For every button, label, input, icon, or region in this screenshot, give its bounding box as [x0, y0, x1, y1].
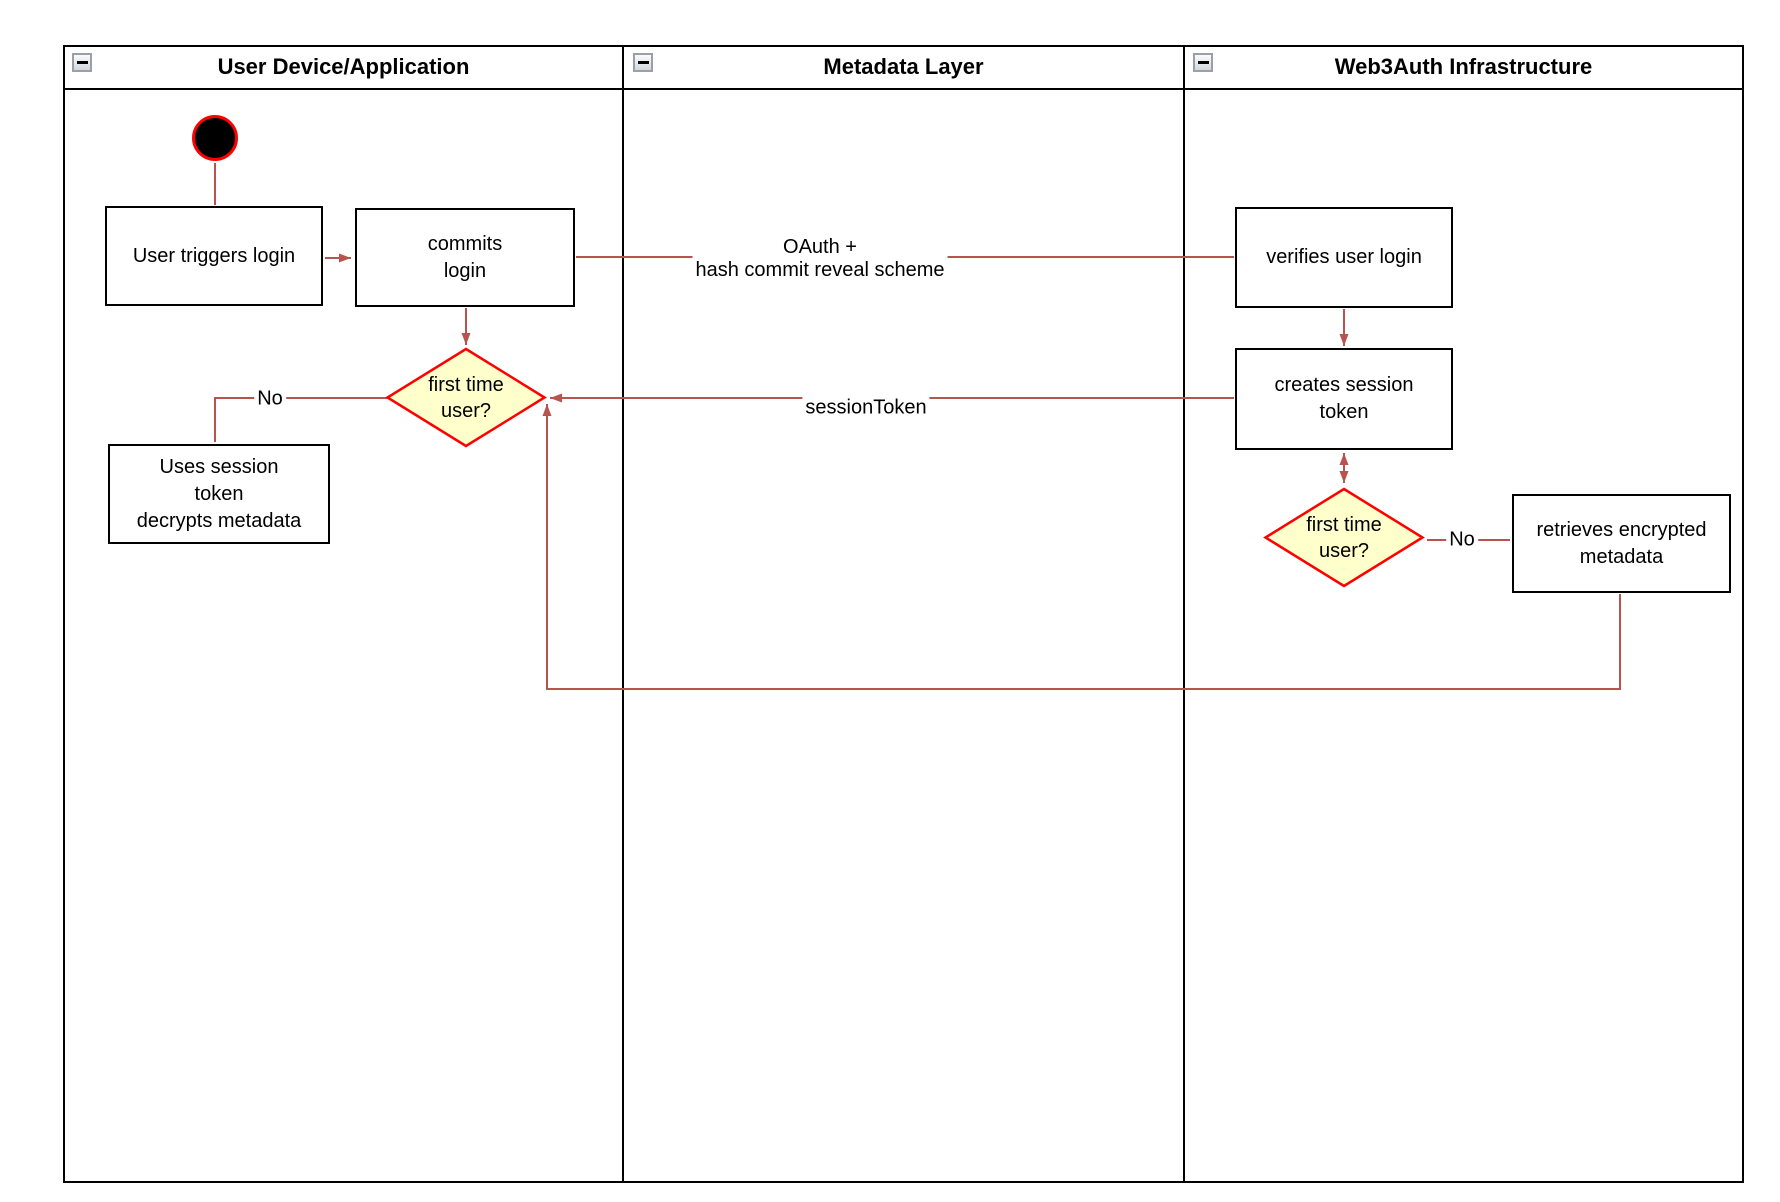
lane-title: User Device/Application	[217, 54, 470, 79]
action-commits-login[interactable]: commits login	[355, 208, 575, 307]
edge-label-oauth-hash-commit: OAuth + hash commit reveal scheme	[692, 236, 948, 282]
diamond-shape	[385, 347, 547, 448]
decision-first-time-user-device[interactable]: first time user?	[385, 347, 547, 448]
swimlane-header-web3auth[interactable]: Web3Auth Infrastructure	[1185, 45, 1742, 89]
collapse-lane-icon[interactable]	[1193, 53, 1213, 72]
lane-header-separator	[63, 88, 1744, 90]
minus-icon	[1197, 61, 1209, 64]
node-label: verifies user login	[1266, 246, 1422, 268]
action-creates-session-token[interactable]: creates session token	[1235, 348, 1453, 450]
swimlane-header-user-device[interactable]: User Device/Application	[65, 45, 622, 89]
minus-icon	[76, 61, 88, 64]
node-label: retrieves encrypted metadata	[1536, 518, 1707, 568]
node-label: Uses session token decrypts metadata	[136, 455, 302, 532]
action-verifies-user-login[interactable]: verifies user login	[1235, 207, 1453, 308]
action-user-triggers-login[interactable]: User triggers login	[105, 206, 323, 306]
collapse-lane-icon[interactable]	[633, 53, 653, 72]
minus-icon	[637, 61, 649, 64]
swimlane-header-metadata-layer[interactable]: Metadata Layer	[624, 45, 1183, 89]
start-node[interactable]	[192, 115, 238, 161]
action-retrieves-encrypted-metadata[interactable]: retrieves encrypted metadata	[1512, 494, 1731, 593]
node-label: User triggers login	[132, 244, 296, 267]
lane-title: Metadata Layer	[823, 54, 984, 79]
edge-label-no-infra: No	[1446, 528, 1478, 552]
edge-label-no-device: No	[254, 387, 286, 411]
collapse-lane-icon[interactable]	[72, 53, 92, 72]
lane-divider-1	[622, 45, 624, 1183]
node-label: first time user?	[1306, 513, 1382, 562]
edge-label-session-token: sessionToken	[802, 396, 930, 420]
node-label: commits login	[427, 232, 503, 282]
node-label: creates session token	[1274, 374, 1414, 423]
lane-divider-2	[1183, 45, 1185, 1183]
node-label: first time user?	[428, 373, 504, 422]
action-uses-session-token[interactable]: Uses session token decrypts metadata	[108, 444, 330, 544]
decision-first-time-user-infra[interactable]: first time user?	[1263, 487, 1425, 588]
lane-title: Web3Auth Infrastructure	[1334, 54, 1593, 79]
